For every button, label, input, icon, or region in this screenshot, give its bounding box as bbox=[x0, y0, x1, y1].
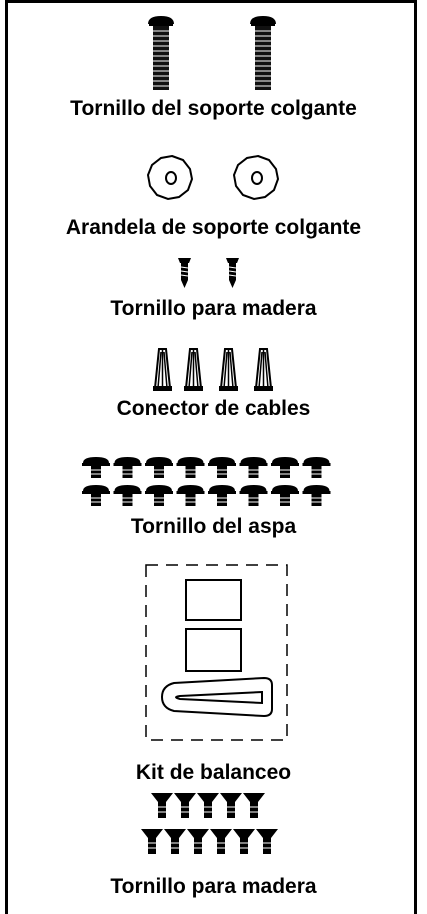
balance-kit-label: Kit de balanceo bbox=[135, 761, 292, 784]
wire-connector-label: Conector de cables bbox=[116, 397, 311, 420]
wood-screw-small-label: Tornillo para madera bbox=[110, 297, 317, 320]
blade-screw-label: Tornillo del aspa bbox=[130, 515, 297, 538]
page-frame bbox=[5, 0, 417, 914]
wood-screw-large-label: Tornillo para madera bbox=[110, 875, 317, 898]
hanger-washer-label: Arandela de soporte colgante bbox=[65, 216, 362, 239]
hanger-bolt-label: Tornillo del soporte colgante bbox=[70, 97, 357, 120]
